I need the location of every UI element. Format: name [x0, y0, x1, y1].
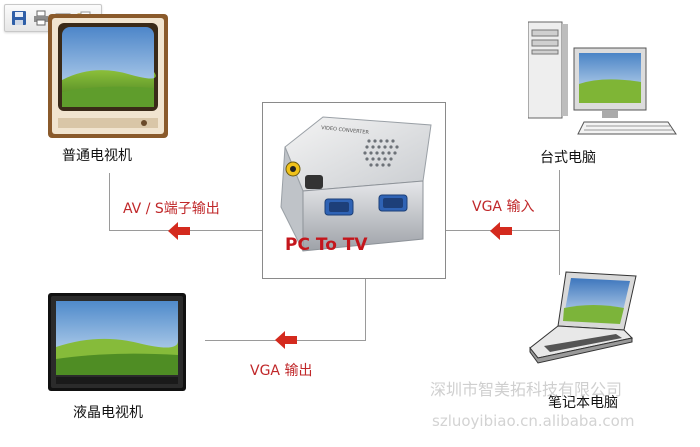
laptop-illustration [529, 271, 637, 364]
arrow-vga-out [275, 331, 297, 349]
desktop-pc-illustration [528, 21, 677, 135]
arrow-av-out [168, 222, 190, 240]
lcd-tv-illustration [48, 293, 186, 391]
line-lcd-vertical [365, 279, 366, 341]
crt-tv-illustration [48, 14, 168, 138]
arrow-vga-in [490, 222, 512, 240]
save-button[interactable] [10, 9, 28, 27]
device-label-lcd-tv: 液晶电视机 [73, 405, 143, 421]
line-pc-vertical [559, 170, 560, 275]
floppy-disk-icon [12, 11, 26, 25]
vga-converter-box-illustration: VIDEO CONVERTER PC To TV [280, 116, 432, 255]
watermark-url: szluoyibiao.cn.alibaba.com [432, 412, 635, 430]
line-tv-vertical [109, 173, 110, 231]
device-label-laptop: 笔记本电脑 [548, 395, 618, 411]
converter-product-frame: VIDEO CONVERTER PC To TV [262, 102, 446, 279]
watermark-company: 深圳市智美拓科技有限公司 [430, 380, 623, 399]
signal-vga-in: VGA 输入 [472, 199, 535, 215]
signal-vga-out: VGA 输出 [250, 363, 313, 379]
printer-icon [34, 10, 48, 26]
product-caption: PC To TV [285, 235, 368, 255]
converter-top-label: VIDEO CONVERTER [321, 125, 370, 136]
device-label-crt-tv: 普通电视机 [62, 148, 132, 164]
device-label-desktop-pc: 台式电脑 [540, 150, 596, 166]
print-button[interactable] [32, 9, 50, 27]
signal-av-out: AV / S端子输出 [123, 201, 220, 217]
